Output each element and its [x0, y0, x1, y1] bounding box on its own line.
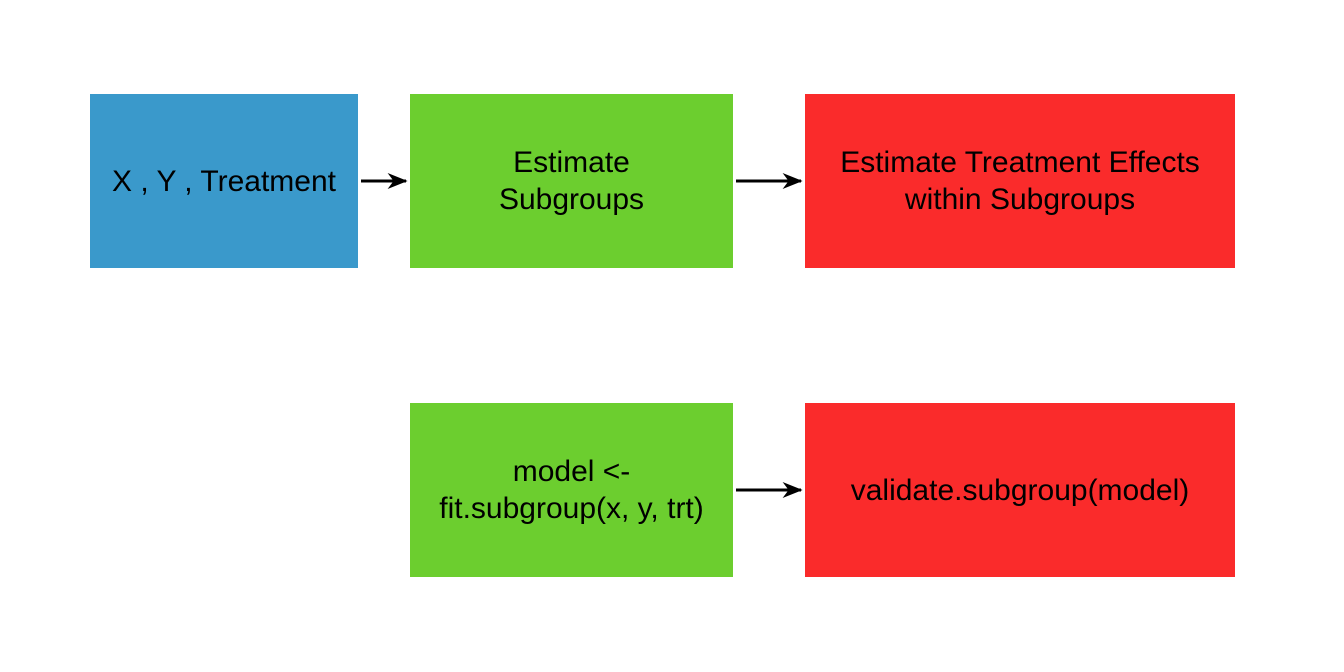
node-label-line: Estimate Treatment Effects	[840, 146, 1200, 179]
node-input-data: X , Y , Treatment	[90, 94, 358, 268]
node-label-line: model <-	[512, 455, 631, 488]
node-label-line: validate.subgroup(model)	[850, 473, 1190, 507]
node-label-line: Subgroups	[498, 183, 645, 216]
node-estimate-subgroups: Estimate Subgroups	[410, 94, 733, 268]
node-estimate-treatment-effects: Estimate Treatment Effects within Subgro…	[805, 94, 1235, 268]
node-label-line: fit.subgroup(x, y, trt)	[439, 492, 704, 525]
node-label-line: X , Y , Treatment	[111, 164, 336, 198]
node-fit-model-code: model <- fit.subgroup(x, y, trt)	[410, 403, 733, 577]
node-label-line: Estimate	[513, 146, 630, 179]
node-label-line: within Subgroups	[904, 183, 1136, 216]
node-validate-model-code: validate.subgroup(model)	[805, 403, 1235, 577]
